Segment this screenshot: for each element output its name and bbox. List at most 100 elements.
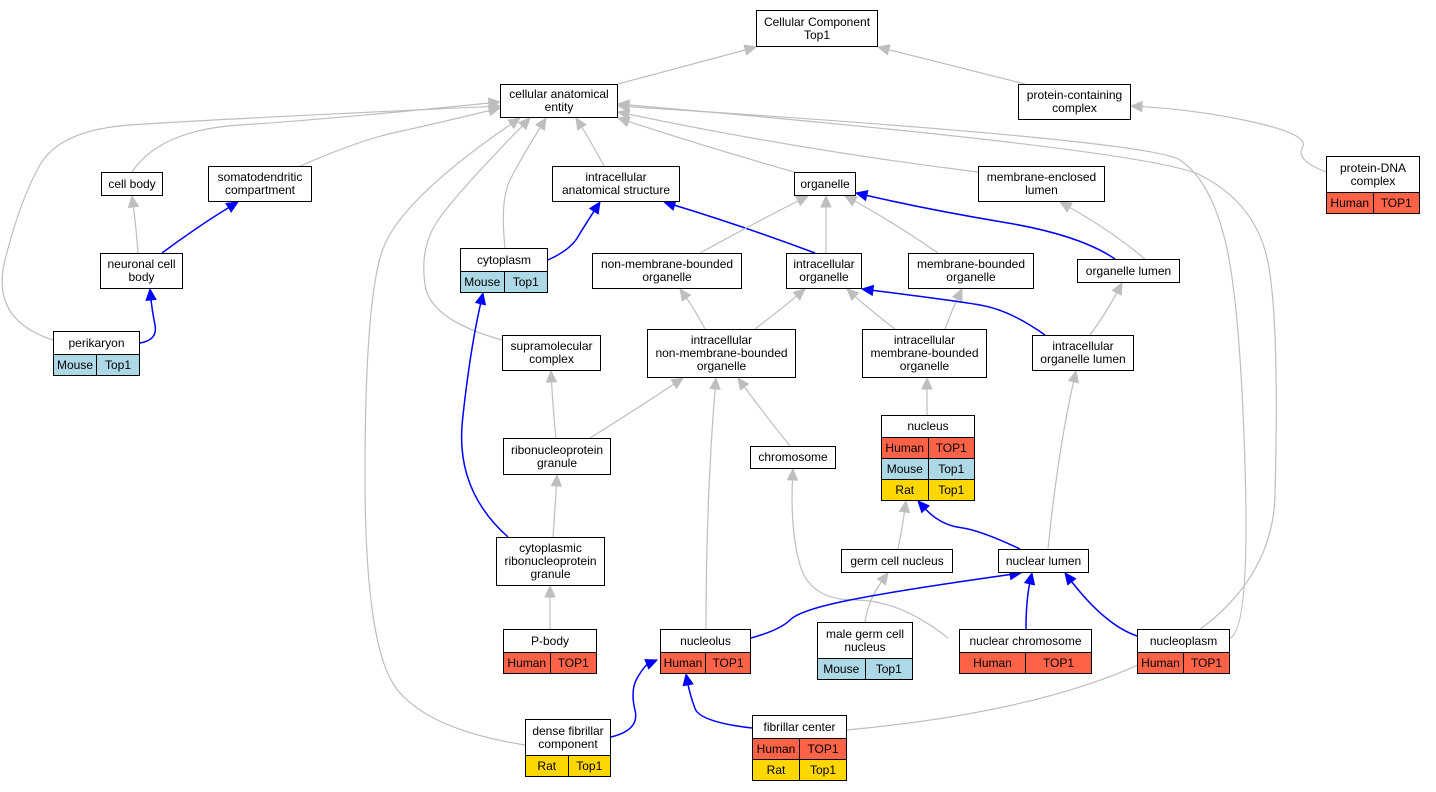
edge-nchrom-to-chromosome bbox=[786, 467, 949, 639]
go-term-node-mbo[interactable]: membrane-bounded organelle bbox=[908, 253, 1034, 289]
edge-ias-to-cae bbox=[575, 116, 605, 167]
edge-pdna-to-pcc bbox=[1129, 100, 1327, 173]
gene-cell: TOP1 bbox=[1372, 193, 1419, 213]
go-term-node-imbo[interactable]: intracellular membrane-bounded organelle bbox=[862, 329, 987, 378]
edge-cae-to-cc bbox=[617, 44, 758, 85]
edge-arrowhead bbox=[550, 473, 563, 487]
species-cell: Human bbox=[1138, 653, 1183, 673]
go-term-label: nucleus bbox=[907, 419, 949, 433]
go-term-node-gcn[interactable]: germ cell nucleus bbox=[841, 549, 953, 573]
go-term-node-ol[interactable]: organelle lumen bbox=[1077, 259, 1180, 283]
species-cell: Human bbox=[504, 653, 550, 673]
go-term-node-inmbo[interactable]: intracellular non-membrane-bounded organ… bbox=[647, 329, 796, 378]
go-term-label: nucleoplasm bbox=[1149, 633, 1218, 648]
go-term-node-cellbody[interactable]: cell body bbox=[101, 172, 163, 196]
edge-ncb-to-cellbody bbox=[127, 194, 140, 254]
go-term-label: germ cell nucleus bbox=[850, 553, 944, 568]
gene-cell: TOP1 bbox=[549, 653, 596, 673]
species-cell: Rat bbox=[526, 756, 568, 776]
edge-arrowhead bbox=[616, 99, 630, 111]
edge-arrowhead bbox=[820, 194, 832, 208]
go-term-node-crnpg[interactable]: cytoplasmic ribonucleoprotein granule bbox=[496, 537, 605, 586]
gene-cell: TOP1 bbox=[799, 739, 846, 759]
go-term-label: membrane-bounded organelle bbox=[916, 257, 1026, 284]
go-term-node-supra[interactable]: supramolecular complex bbox=[502, 335, 601, 371]
go-term-node-nmbo[interactable]: non-membrane-bounded organelle bbox=[592, 253, 742, 289]
edge-arrowhead bbox=[792, 288, 806, 301]
go-term-label: organelle bbox=[800, 176, 850, 191]
go-term-label: cellular anatomical entity bbox=[509, 87, 609, 114]
edge-ol-to-organelle bbox=[854, 189, 1116, 260]
edge-arrowhead bbox=[517, 117, 531, 131]
edge-rnpg-to-supra bbox=[545, 369, 558, 439]
edge-nucleoplasm-to-nlumen bbox=[1064, 572, 1138, 637]
gene-cell: TOP1 bbox=[1183, 653, 1229, 673]
species-cell: Mouse bbox=[818, 659, 865, 679]
go-term-node-organelle[interactable]: organelle bbox=[794, 172, 856, 196]
go-term-label: non-membrane-bounded organelle bbox=[600, 257, 734, 284]
edge-arrowhead bbox=[951, 287, 963, 302]
edge-ol-to-mel bbox=[1058, 201, 1146, 260]
edge-arrowhead bbox=[1067, 369, 1080, 384]
edge-io-to-ias bbox=[662, 199, 816, 254]
go-term-label: intracellular membrane-bounded organelle bbox=[870, 333, 979, 373]
go-term-node-somato[interactable]: somatodendritic compartment bbox=[208, 166, 312, 202]
go-term-label: somatodendritic compartment bbox=[217, 170, 303, 197]
edge-arrowhead bbox=[644, 659, 659, 670]
go-term-node-iol[interactable]: intracellular organelle lumen bbox=[1032, 335, 1134, 371]
gene-cell: Top1 bbox=[927, 480, 974, 500]
gene-cell: Top1 bbox=[96, 355, 139, 375]
edge-arrowhead bbox=[917, 500, 931, 514]
go-term-node-nlumen[interactable]: nuclear lumen bbox=[998, 549, 1089, 573]
edge-arrowhead bbox=[1058, 201, 1073, 213]
go-term-label: male germ cell nucleus bbox=[825, 626, 905, 654]
edge-arrowhead bbox=[488, 100, 502, 113]
edge-cytoplasm-to-ias bbox=[547, 200, 601, 261]
go-term-label: fibrillar center bbox=[763, 719, 836, 734]
edge-cytoplasm-to-cae bbox=[502, 116, 547, 249]
edge-mgcn-to-gcn bbox=[864, 572, 889, 623]
go-term-node-ncb[interactable]: neuronal cell body bbox=[100, 253, 183, 289]
edge-arrowhead bbox=[854, 189, 869, 202]
edge-arrowhead bbox=[588, 200, 601, 215]
edge-perikaryon-to-cae bbox=[1, 100, 502, 341]
go-term-label: intracellular anatomical structure bbox=[561, 170, 671, 197]
go-term-label: intracellular non-membrane-bounded organ… bbox=[655, 333, 788, 373]
go-term-node-rnpg[interactable]: ribonucleoprotein granule bbox=[503, 438, 611, 475]
edge-arrowhead bbox=[843, 195, 858, 207]
edge-nlumen-to-nucleus bbox=[917, 500, 1021, 550]
go-term-node-pcc[interactable]: protein-containing complex bbox=[1018, 84, 1131, 120]
edge-arrowhead bbox=[786, 467, 799, 481]
go-term-node-ias[interactable]: intracellular anatomical structure bbox=[552, 166, 680, 202]
go-term-label: membrane-enclosed lumen bbox=[986, 170, 1097, 197]
edge-ncb-to-somato bbox=[161, 201, 240, 254]
edge-somato-to-cae bbox=[299, 105, 502, 167]
go-term-node-chromosome[interactable]: chromosome bbox=[750, 446, 836, 469]
go-term-label: supramolecular complex bbox=[510, 339, 593, 366]
go-term-node-io[interactable]: intracellular organelle bbox=[786, 253, 862, 289]
go-term-label: intracellular organelle lumen bbox=[1040, 339, 1126, 366]
go-term-node-cae[interactable]: cellular anatomical entity bbox=[500, 84, 618, 118]
edge-nchrom-to-nlumen bbox=[1023, 571, 1036, 630]
edge-arrowhead bbox=[876, 44, 891, 56]
go-term-node-cc[interactable]: Cellular Component Top1 bbox=[756, 10, 878, 47]
species-cell: Human bbox=[1327, 193, 1373, 213]
edge-arrowhead bbox=[679, 288, 692, 302]
go-term-node-mel[interactable]: membrane-enclosed lumen bbox=[978, 166, 1105, 202]
